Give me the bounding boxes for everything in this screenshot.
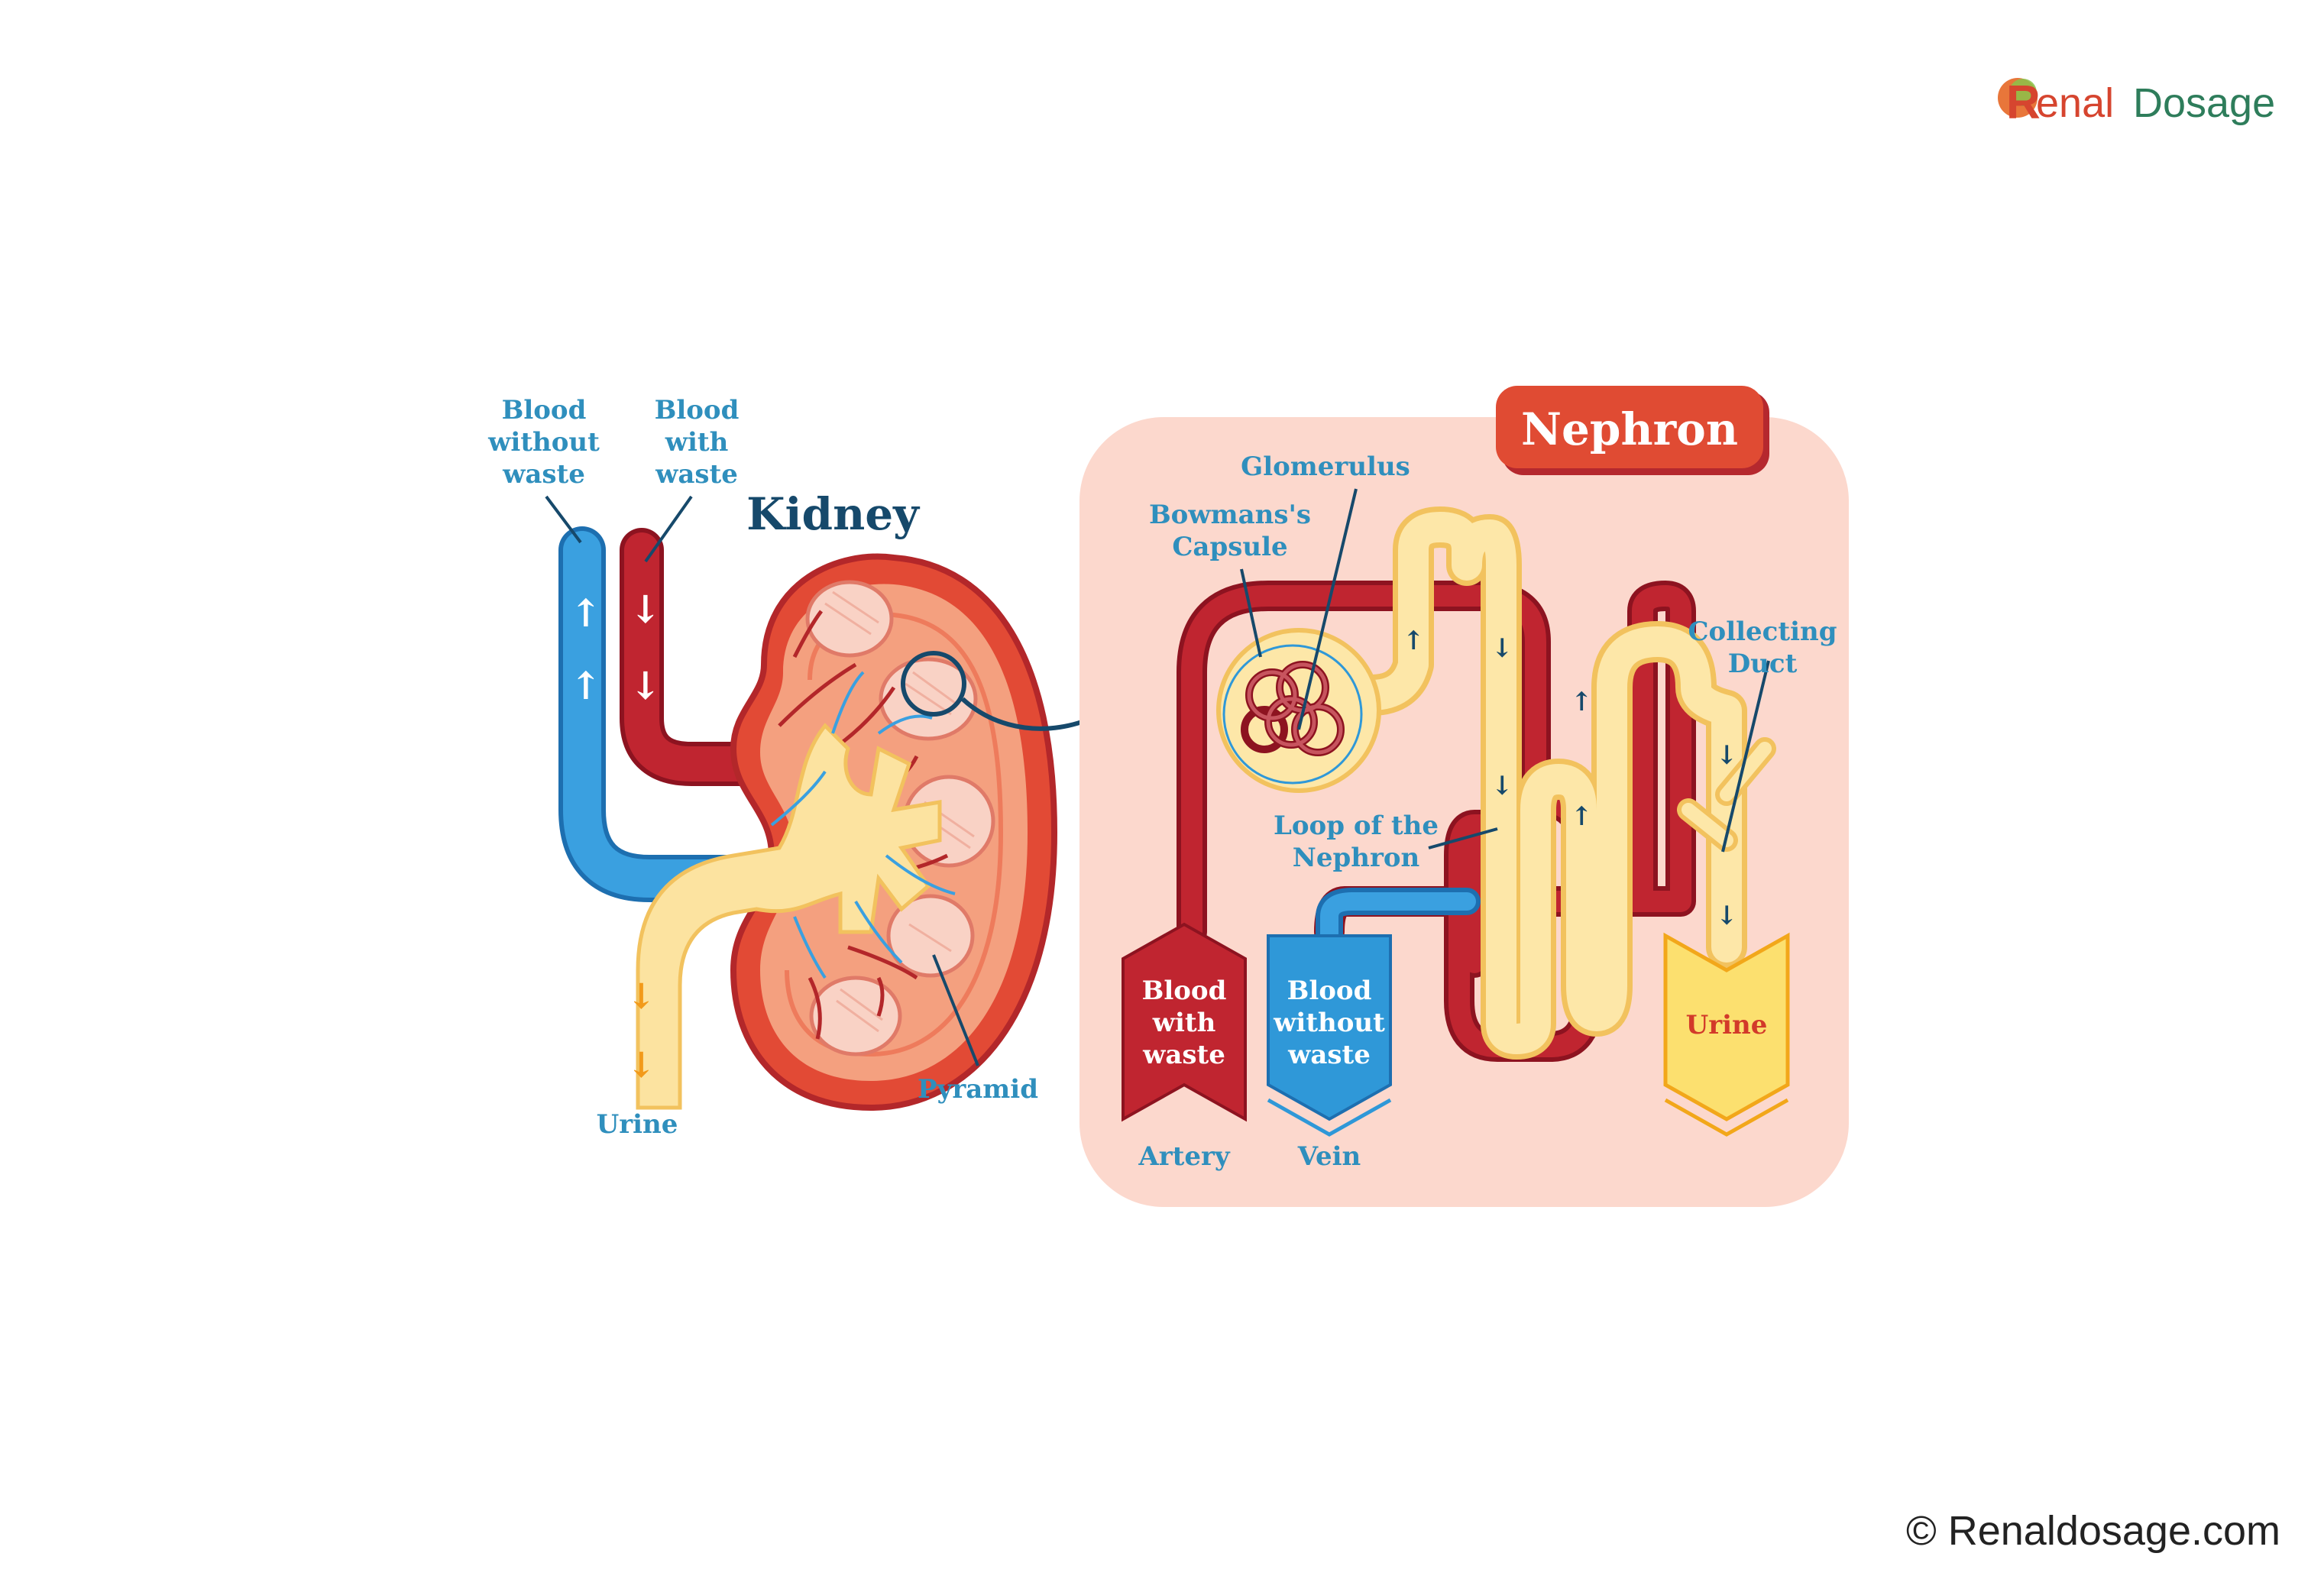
arrow-down-icon: ↓	[626, 976, 656, 1017]
label-urine: Urine	[597, 1109, 678, 1140]
svg-text:waste: waste	[502, 459, 585, 490]
arrow-up-icon: ↑	[1571, 801, 1593, 832]
svg-text:waste: waste	[655, 459, 738, 490]
label-blood-without-waste: Blood without waste	[487, 395, 600, 544]
logo-word-renal: enal	[2036, 80, 2114, 126]
arrow-down-icon: ↓	[630, 663, 662, 708]
svg-text:Capsule: Capsule	[1172, 532, 1287, 562]
svg-text:with: with	[665, 427, 729, 458]
svg-text:Loop of the: Loop of the	[1274, 811, 1439, 841]
label-loop-of-nephron: Loop of the Nephron	[1274, 811, 1439, 873]
label-vein: Vein	[1297, 1141, 1361, 1172]
label-blood-with-waste: Blood with waste	[644, 395, 740, 563]
nephron-panel: Nephron	[1079, 386, 1849, 1207]
logo-letter-r: R	[2006, 76, 2041, 129]
nephron-tubule	[1351, 506, 1776, 1060]
svg-text:Collecting: Collecting	[1688, 616, 1837, 647]
arrow-up-icon: ↑	[570, 663, 602, 708]
arrow-down-icon: ↓	[1716, 740, 1738, 771]
svg-text:Bowmans's: Bowmans's	[1149, 500, 1311, 530]
arrow-down-icon: ↓	[1716, 901, 1738, 931]
arrow-down-icon: ↓	[1491, 771, 1513, 801]
svg-text:with: with	[1152, 1008, 1216, 1038]
svg-text:Blood: Blood	[1287, 976, 1372, 1006]
label-bowmans-capsule: Bowmans's Capsule	[1149, 500, 1311, 562]
logo-word-dosage: Dosage	[2133, 80, 2275, 126]
svg-text:Blood: Blood	[1142, 976, 1227, 1006]
label-collecting-duct: Collecting Duct	[1688, 616, 1837, 679]
svg-text:Blood: Blood	[655, 395, 740, 426]
label-pyramid: Pyramid	[918, 954, 1038, 1105]
urine-box: Urine	[1663, 932, 1790, 1137]
svg-text:without: without	[487, 427, 600, 458]
arrow-down-icon: ↓	[1491, 633, 1513, 664]
vein-box: Blood without waste	[1267, 934, 1392, 1137]
zoom-circle	[901, 651, 966, 717]
brand-logo[interactable]: R enal Dosage	[1998, 76, 2275, 129]
svg-text:without: without	[1273, 1008, 1385, 1038]
kidney-illustration: ↑ ↑ ↓ ↓ ↓ ↓	[487, 395, 1153, 1140]
artery-box: Blood with waste	[1122, 922, 1247, 1122]
arrow-down-icon: ↓	[630, 587, 662, 632]
arrow-up-icon: ↑	[1571, 687, 1593, 717]
svg-text:Pyramid: Pyramid	[918, 1074, 1038, 1105]
kidney-title: Kidney	[746, 488, 921, 540]
renal-pelvis	[636, 723, 942, 1110]
svg-text:Nephron: Nephron	[1293, 843, 1420, 873]
svg-text:waste: waste	[1287, 1040, 1371, 1070]
svg-text:Duct: Duct	[1728, 649, 1798, 679]
label-glomerulus: Glomerulus	[1241, 451, 1410, 482]
arrow-up-icon: ↑	[570, 591, 602, 636]
kidney-blue-vessels	[770, 671, 956, 979]
copyright-text: © Renaldosage.com	[1906, 1508, 2280, 1554]
svg-text:Urine: Urine	[1686, 1010, 1768, 1040]
renal-vein	[558, 526, 788, 902]
svg-text:waste: waste	[1142, 1040, 1225, 1070]
arrow-down-icon: ↓	[626, 1044, 656, 1086]
svg-text:Blood: Blood	[502, 395, 587, 426]
arrow-up-icon: ↑	[1403, 626, 1425, 656]
label-artery: Artery	[1138, 1141, 1231, 1172]
nephron-title: Nephron	[1521, 403, 1738, 455]
